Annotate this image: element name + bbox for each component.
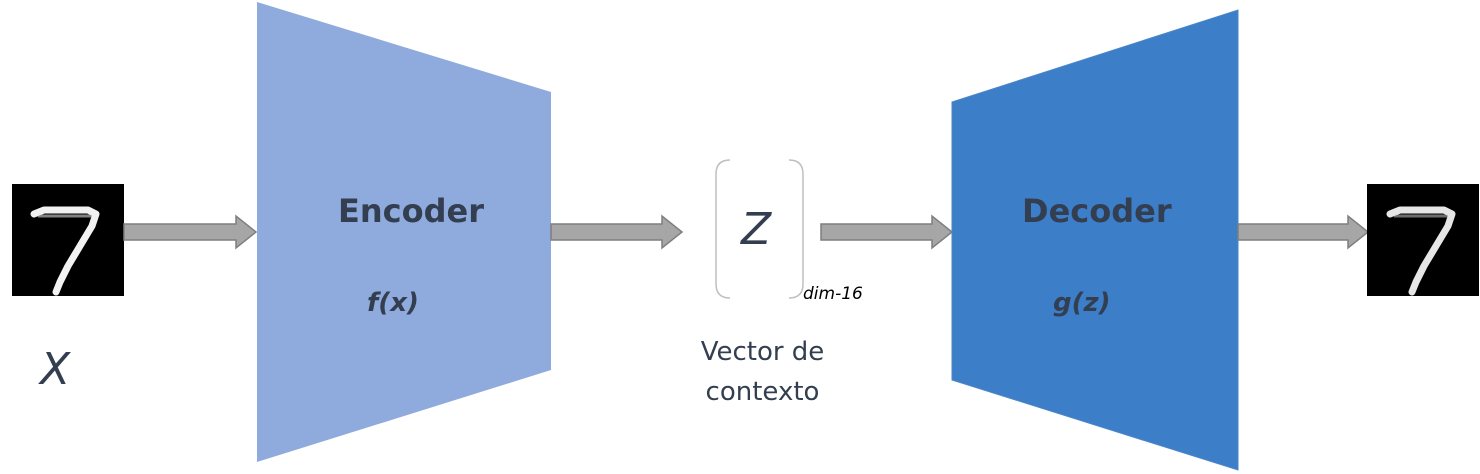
input-symbol: X xyxy=(40,344,71,395)
decoder-function: g(z) xyxy=(1053,288,1111,318)
encoder-block xyxy=(257,2,551,462)
decoder-title: Decoder xyxy=(1022,192,1172,230)
latent-caption-line2: contexto xyxy=(705,377,820,407)
encoder-function: f(x) xyxy=(367,288,419,318)
encoder-title: Encoder xyxy=(338,192,484,230)
latent-dimension: dim-16 xyxy=(803,284,863,304)
decoder-block xyxy=(951,9,1239,471)
output-image xyxy=(1367,184,1479,296)
latent-caption-line1: Vector de xyxy=(700,337,825,367)
latent-caption: Vector de contexto xyxy=(680,332,845,412)
arrow-input-to-encoder xyxy=(123,214,258,250)
latent-brackets xyxy=(715,159,804,299)
input-image xyxy=(12,184,124,296)
arrow-encoder-to-latent xyxy=(550,214,684,250)
arrow-latent-to-decoder xyxy=(820,214,954,250)
arrow-decoder-to-output xyxy=(1237,214,1370,250)
latent-symbol: Z xyxy=(741,204,772,255)
